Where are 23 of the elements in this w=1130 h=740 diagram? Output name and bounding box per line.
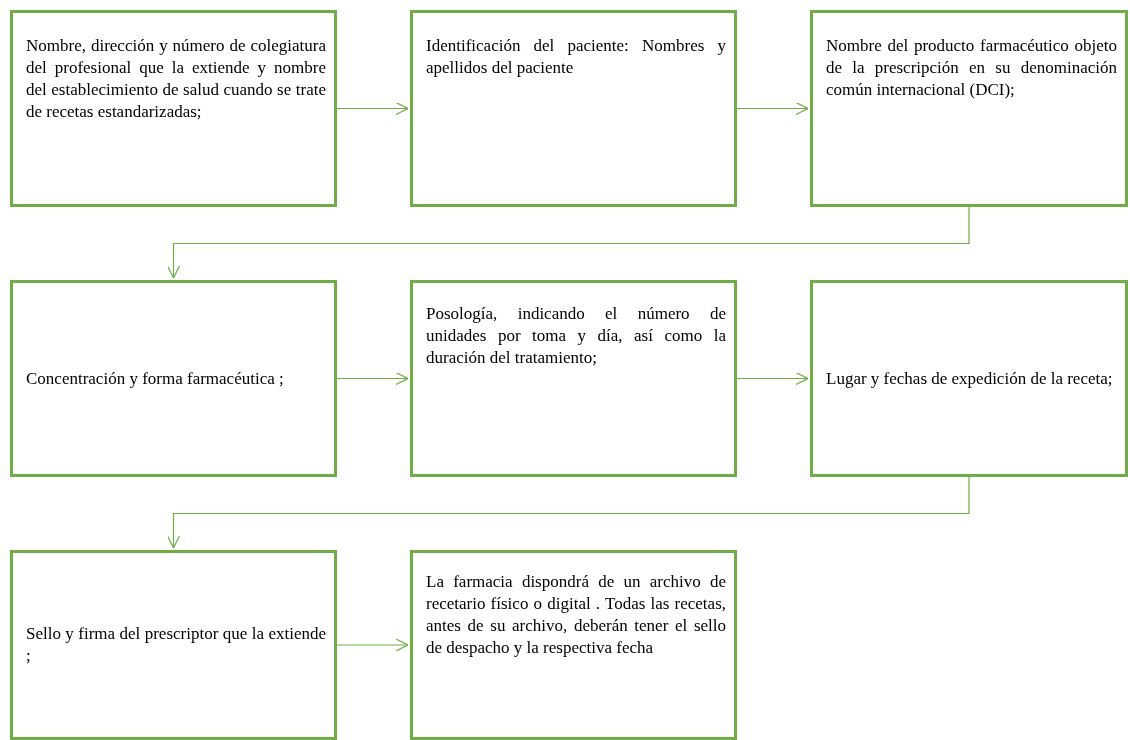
process-box — [10, 10, 337, 207]
box-text: Sello y firma del prescriptor que la extiende ; — [26, 623, 326, 667]
arrow — [336, 638, 409, 652]
arrow — [336, 371, 409, 386]
process-box — [410, 10, 737, 207]
box-text: Identificación del paciente: Nombres y apellidos del paciente — [426, 35, 726, 79]
arrow — [166, 476, 970, 549]
box-text: Posología, indicando el número de unidades por toma y día, así como la duración del tratamiento; — [426, 303, 726, 369]
process-box — [10, 550, 337, 740]
process-box — [410, 550, 737, 740]
box-text: Nombre del producto farmacéutico objeto de la prescripción en su denominación común internacional (DCI); — [826, 35, 1117, 101]
box-text: Nombre, dirección y número de colegiatura del profesional que la extiende y nombre del establecimiento de salud cuando se trate de recetas estandarizadas; — [26, 35, 326, 123]
box-text: La farmacia dispondrá de un archivo de recetario físico o digital . Todas las recetas, antes de su archivo, deberán tener el sello de despacho y la respectiva fecha — [426, 571, 726, 659]
box-text: Concentración y forma farmacéutica ; — [26, 367, 285, 390]
arrow — [166, 206, 970, 279]
process-box — [410, 280, 737, 477]
box-text: Lugar y fechas de expedición de la receta; — [826, 367, 1114, 390]
arrow — [736, 371, 809, 386]
arrow — [336, 101, 409, 116]
process-box — [810, 10, 1128, 207]
arrow — [736, 101, 809, 116]
process-box — [10, 280, 337, 477]
process-box — [810, 280, 1128, 477]
